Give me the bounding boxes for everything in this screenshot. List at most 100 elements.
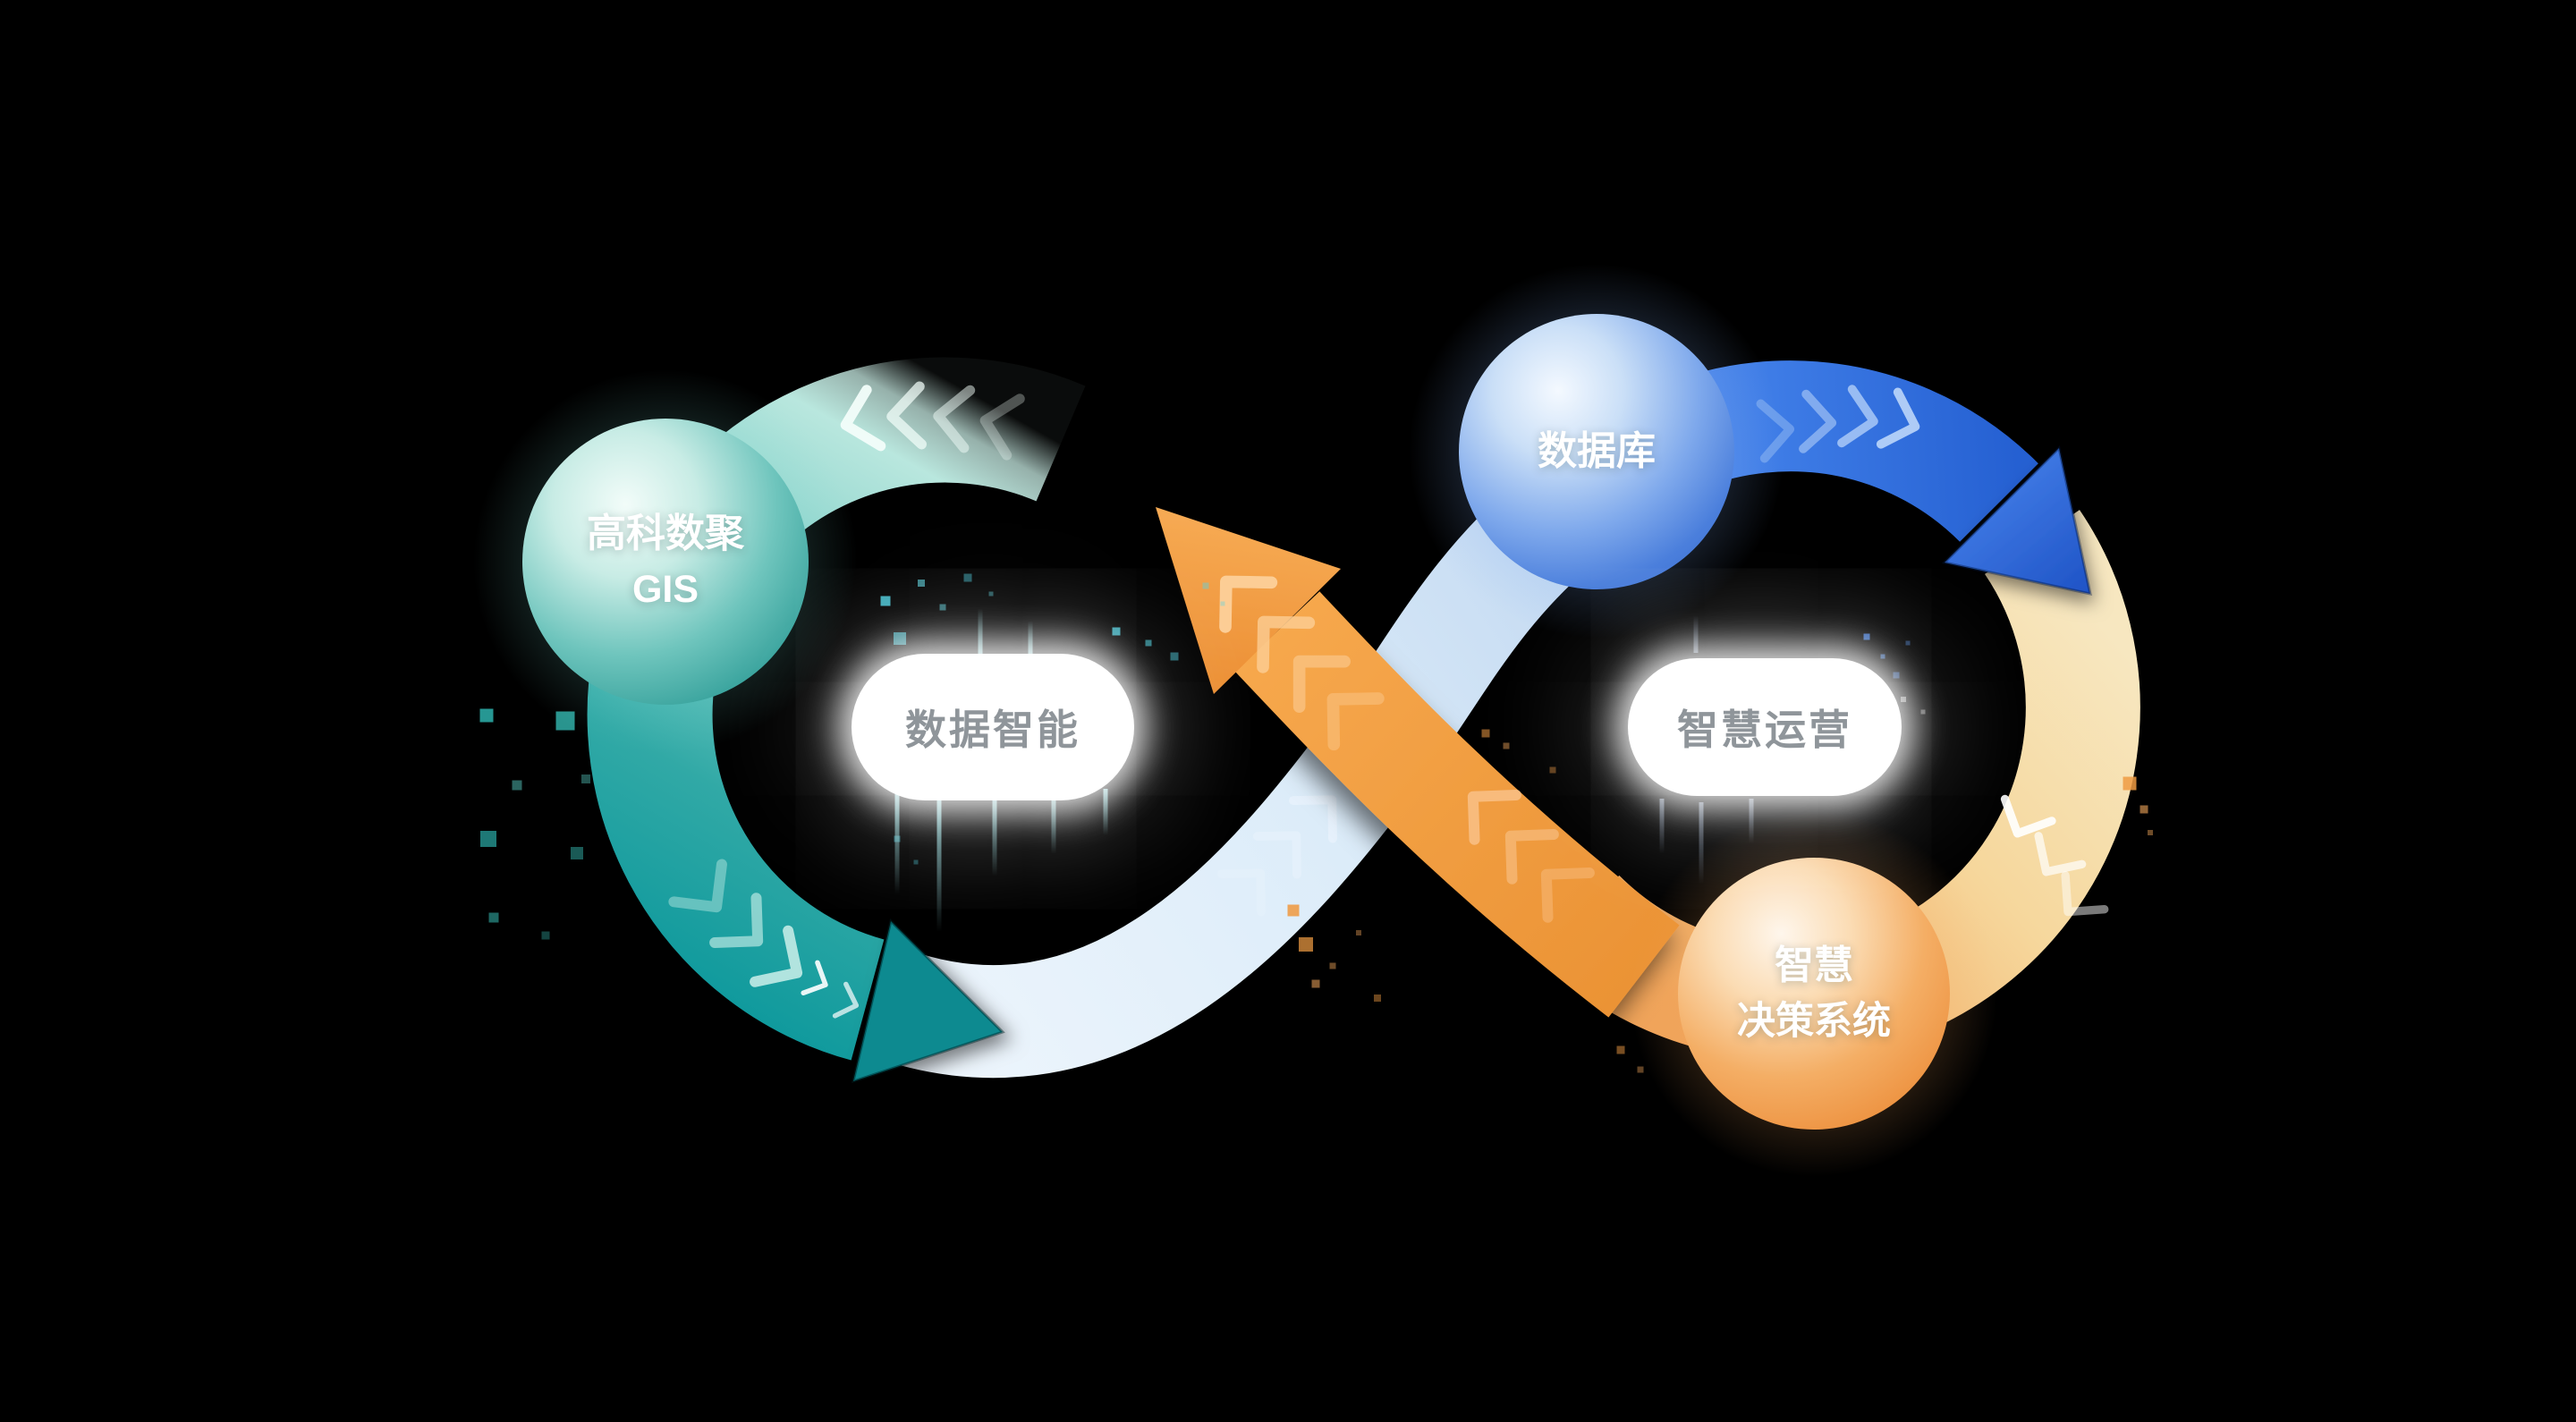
teal-top-chevrons — [840, 381, 1025, 461]
drip-streak — [1693, 615, 1699, 653]
particle — [581, 774, 590, 783]
flow-chevron-icon — [1253, 831, 1301, 879]
particle — [1920, 709, 1926, 715]
flow-chevron-icon — [668, 859, 727, 913]
particle — [1901, 697, 1906, 702]
database-sphere-label: 数据库 — [1418, 353, 1775, 550]
flow-chevron-icon — [1837, 385, 1878, 448]
teal-bottom-chevrons — [668, 859, 860, 1019]
particle — [1549, 766, 1556, 774]
teal-arrowhead — [851, 918, 1005, 1084]
drip-streak — [1699, 802, 1704, 885]
particle — [1481, 729, 1490, 738]
strand-chevrons — [1217, 795, 1337, 917]
particle — [1202, 582, 1209, 589]
particle — [512, 780, 522, 791]
particle — [1287, 904, 1300, 917]
orange-band — [1234, 591, 1680, 1018]
particle — [918, 580, 925, 587]
flow-chevron-icon — [886, 381, 928, 450]
particle — [1893, 672, 1900, 679]
gis-label-line1: 高科数聚 — [587, 512, 744, 556]
flow-chevron-icon — [979, 394, 1025, 461]
drip-streak — [1103, 789, 1108, 835]
particle — [1374, 995, 1381, 1002]
gis-label-line2: GIS — [631, 567, 699, 611]
particle — [1356, 930, 1361, 935]
flow-chevron-icon — [1467, 790, 1521, 845]
decision-label-line1: 智慧 — [1775, 944, 1853, 988]
drip-streak — [1051, 791, 1056, 854]
flow-chevron-icon — [1292, 655, 1351, 713]
particle — [880, 596, 891, 606]
flow-chevron-icon — [2000, 794, 2056, 838]
particle — [1170, 652, 1179, 661]
particle — [1616, 1045, 1625, 1054]
particle — [2148, 830, 2153, 835]
particle — [913, 859, 919, 865]
particle — [1905, 640, 1911, 646]
database-label-line1: 数据库 — [1538, 429, 1656, 474]
particle — [571, 847, 583, 859]
drip-streak — [1749, 799, 1754, 843]
cream-chevrons — [2000, 794, 2109, 917]
decision-sphere-label: 智慧 决策系统 — [1635, 891, 1993, 1096]
drip-streak — [992, 794, 997, 876]
flow-chevron-icon — [933, 385, 976, 453]
particle — [963, 573, 972, 582]
drip-streak — [1659, 799, 1665, 854]
drip-streak — [978, 608, 983, 655]
particle — [2123, 776, 2137, 791]
particle — [541, 931, 550, 940]
flow-chevron-icon — [1504, 829, 1559, 885]
flow-chevron-icon — [750, 925, 803, 987]
particle — [479, 708, 494, 723]
flow-chevron-icon — [709, 893, 764, 948]
particle — [1863, 633, 1870, 640]
flow-chevron-icon — [1289, 795, 1337, 843]
flow-chevron-icon — [1799, 389, 1837, 453]
pill-data-intelligence-label: 数据智能 — [905, 707, 1080, 753]
flow-chevron-icon — [1219, 575, 1278, 633]
decision-sphere — [1678, 858, 1950, 1130]
orange-cross-arrow — [1156, 507, 1680, 1018]
pill-data-intelligence: 数据智能 — [852, 654, 1134, 800]
gis-sphere-label: 高科数聚 GIS — [487, 463, 844, 660]
particle — [1299, 937, 1313, 952]
orange-arrowhead — [1156, 507, 1341, 694]
light-blue-strand — [860, 470, 1601, 1079]
flow-chevron-icon — [1217, 868, 1266, 917]
flow-chevron-icon — [1257, 615, 1316, 673]
blue-arrowhead — [1941, 444, 2092, 596]
particle — [939, 604, 946, 611]
particle — [1503, 742, 1510, 749]
flow-chevron-icon — [2034, 832, 2087, 876]
particle — [1145, 639, 1152, 647]
flow-chevron-icon — [1326, 692, 1385, 751]
flow-chevron-icon — [832, 981, 860, 1019]
particle — [480, 831, 496, 847]
particle — [1220, 601, 1225, 606]
particle — [1637, 1066, 1644, 1073]
pill-smart-operation: 智慧运营 — [1628, 658, 1902, 796]
gis-sphere — [522, 419, 809, 705]
orange-upper-chevrons — [1219, 575, 1385, 751]
particle — [1329, 962, 1336, 969]
flow-chevron-icon — [840, 385, 886, 452]
particle — [488, 912, 499, 923]
flow-chevron-icon — [1540, 868, 1595, 923]
particle — [988, 591, 994, 597]
drip-streak — [936, 798, 942, 932]
database-sphere — [1459, 314, 1734, 589]
orange-lower-chevrons — [1467, 790, 1595, 923]
particle — [1311, 979, 1320, 988]
flow-chevron-icon — [1876, 387, 1920, 449]
particle — [1112, 627, 1121, 636]
particle — [1880, 654, 1885, 659]
particle — [894, 632, 906, 645]
flow-chevron-icon — [801, 960, 828, 995]
drip-streak — [894, 791, 900, 894]
particle — [2140, 805, 2148, 814]
